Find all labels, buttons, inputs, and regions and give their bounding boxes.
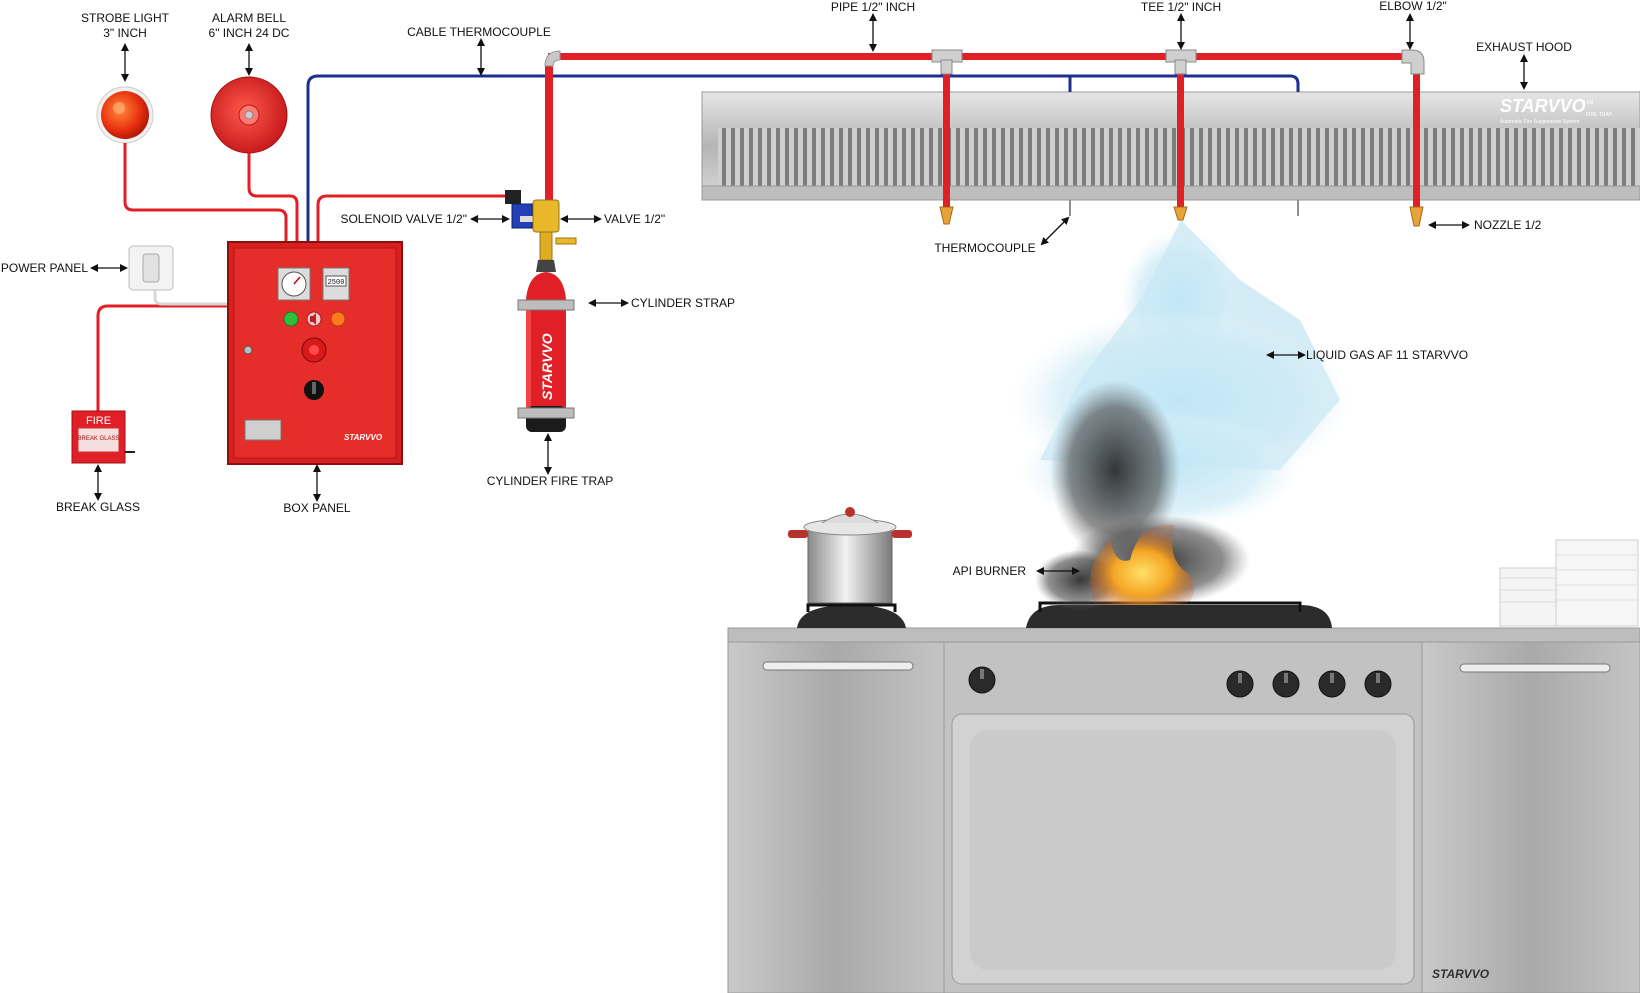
label-cylinder-strap: CYLINDER STRAP xyxy=(631,296,735,310)
range-brand-logo: STARVVO xyxy=(1432,967,1490,981)
cable-thermocouple-line xyxy=(306,74,1300,244)
cooking-range: STARVVO xyxy=(727,627,1640,993)
label-break-glass: BREAK GLASS xyxy=(56,500,140,514)
panel-display-value: 2500 xyxy=(328,279,345,287)
label-pipe: PIPE 1/2" INCH xyxy=(831,0,915,14)
panel-brand-logo: STARVVO xyxy=(344,433,383,442)
label-exhaust-hood: EXHAUST HOOD xyxy=(1476,40,1572,54)
power-cable xyxy=(153,287,228,306)
nozzle xyxy=(1173,206,1188,221)
panel-display: 2500 xyxy=(322,267,350,301)
valve xyxy=(532,199,577,261)
hood-brand-product: FIRE TRAP xyxy=(1586,112,1613,118)
cylinder-strap-top xyxy=(517,299,575,311)
control-box-panel: 2500 STARVVO xyxy=(227,241,403,465)
label-strobe-light-1: STROBE LIGHT xyxy=(81,11,170,25)
drawer-handle-left xyxy=(762,661,914,671)
label-alarm-bell-2: 6" INCH 24 DC xyxy=(209,26,290,40)
annotation-labels: STROBE LIGHT 3" INCH ALARM BELL 6" INCH … xyxy=(1,0,1572,578)
control-knob xyxy=(968,666,996,694)
panel-speaker-icon xyxy=(306,311,322,327)
control-knob xyxy=(1272,670,1300,698)
label-alarm-bell-1: ALARM BELL xyxy=(212,11,286,25)
fire-and-smoke xyxy=(1035,380,1250,610)
label-nozzle: NOZZLE 1/2 xyxy=(1474,218,1542,232)
label-api-burner: API BURNER xyxy=(953,564,1027,578)
label-power-panel: POWER PANEL xyxy=(1,261,88,275)
drawer-handle-right xyxy=(1459,663,1611,673)
plate-stack xyxy=(1499,539,1639,627)
panel-lock-icon xyxy=(243,345,253,355)
nozzle xyxy=(939,206,954,225)
hood-brand-logo: STARVVO TM FIRE TRAP Automatic Fire Supp… xyxy=(1500,96,1613,125)
control-knob xyxy=(1318,670,1346,698)
cylinder-strap-bottom xyxy=(517,407,575,419)
control-knob xyxy=(1364,670,1392,698)
exhaust-hood: STARVVO TM FIRE TRAP Automatic Fire Supp… xyxy=(701,91,1640,201)
thermocouple-probes xyxy=(1069,200,1299,216)
burner-grate xyxy=(797,603,906,628)
panel-orange-lamp xyxy=(330,311,346,327)
label-cable-thermocouple: CABLE THERMOCOUPLE xyxy=(407,25,551,39)
label-valve: VALVE 1/2" xyxy=(604,212,665,226)
label-cylinder-fire-trap: CYLINDER FIRE TRAP xyxy=(487,474,613,488)
range-brand-name: STARVVO xyxy=(1432,967,1490,981)
panel-gauge xyxy=(277,267,311,301)
panel-nameplate xyxy=(244,419,282,441)
alarm-wiring xyxy=(96,143,505,412)
power-panel xyxy=(128,245,174,291)
break-glass-text: BREAK GLASS xyxy=(77,436,119,442)
control-knob xyxy=(1226,670,1254,698)
break-glass-title: FIRE xyxy=(86,415,111,427)
tee-fitting xyxy=(931,49,963,75)
pipe-network xyxy=(544,49,1425,208)
panel-brand-name: STARVVO xyxy=(344,433,383,442)
strobe-light xyxy=(96,86,154,144)
hood-brand-name: STARVVO xyxy=(1500,96,1586,116)
label-strobe-light-2: 3" INCH xyxy=(103,26,147,40)
annotation-arrows xyxy=(90,13,1528,575)
label-solenoid-valve: SOLENOID VALVE 1/2" xyxy=(340,212,467,226)
alarm-bell xyxy=(210,76,288,154)
tee-fitting xyxy=(1165,49,1197,75)
cylinder-brand-name: STARVVO xyxy=(539,333,555,400)
nozzle xyxy=(1409,206,1424,227)
solenoid-valve xyxy=(505,190,534,229)
break-glass-unit: FIRE BREAK GLASS xyxy=(71,410,135,464)
label-elbow: ELBOW 1/2" xyxy=(1379,0,1447,13)
panel-green-lamp xyxy=(283,311,299,327)
cylinder-fire-trap: STARVVO xyxy=(517,260,575,432)
hood-brand-tagline: Automatic Fire Suppression System xyxy=(1500,119,1579,125)
panel-red-button xyxy=(301,337,327,363)
label-thermocouple: THERMOCOUPLE xyxy=(934,241,1035,255)
label-liquid-gas: LIQUID GAS AF 11 STARVVO xyxy=(1306,348,1468,362)
cooking-pot xyxy=(788,507,912,604)
panel-key-switch xyxy=(304,380,324,400)
elbow-fitting xyxy=(1401,49,1425,75)
hood-brand-tm: TM xyxy=(1586,100,1593,106)
label-box-panel: BOX PANEL xyxy=(283,501,350,515)
label-tee: TEE 1/2" INCH xyxy=(1141,0,1221,14)
